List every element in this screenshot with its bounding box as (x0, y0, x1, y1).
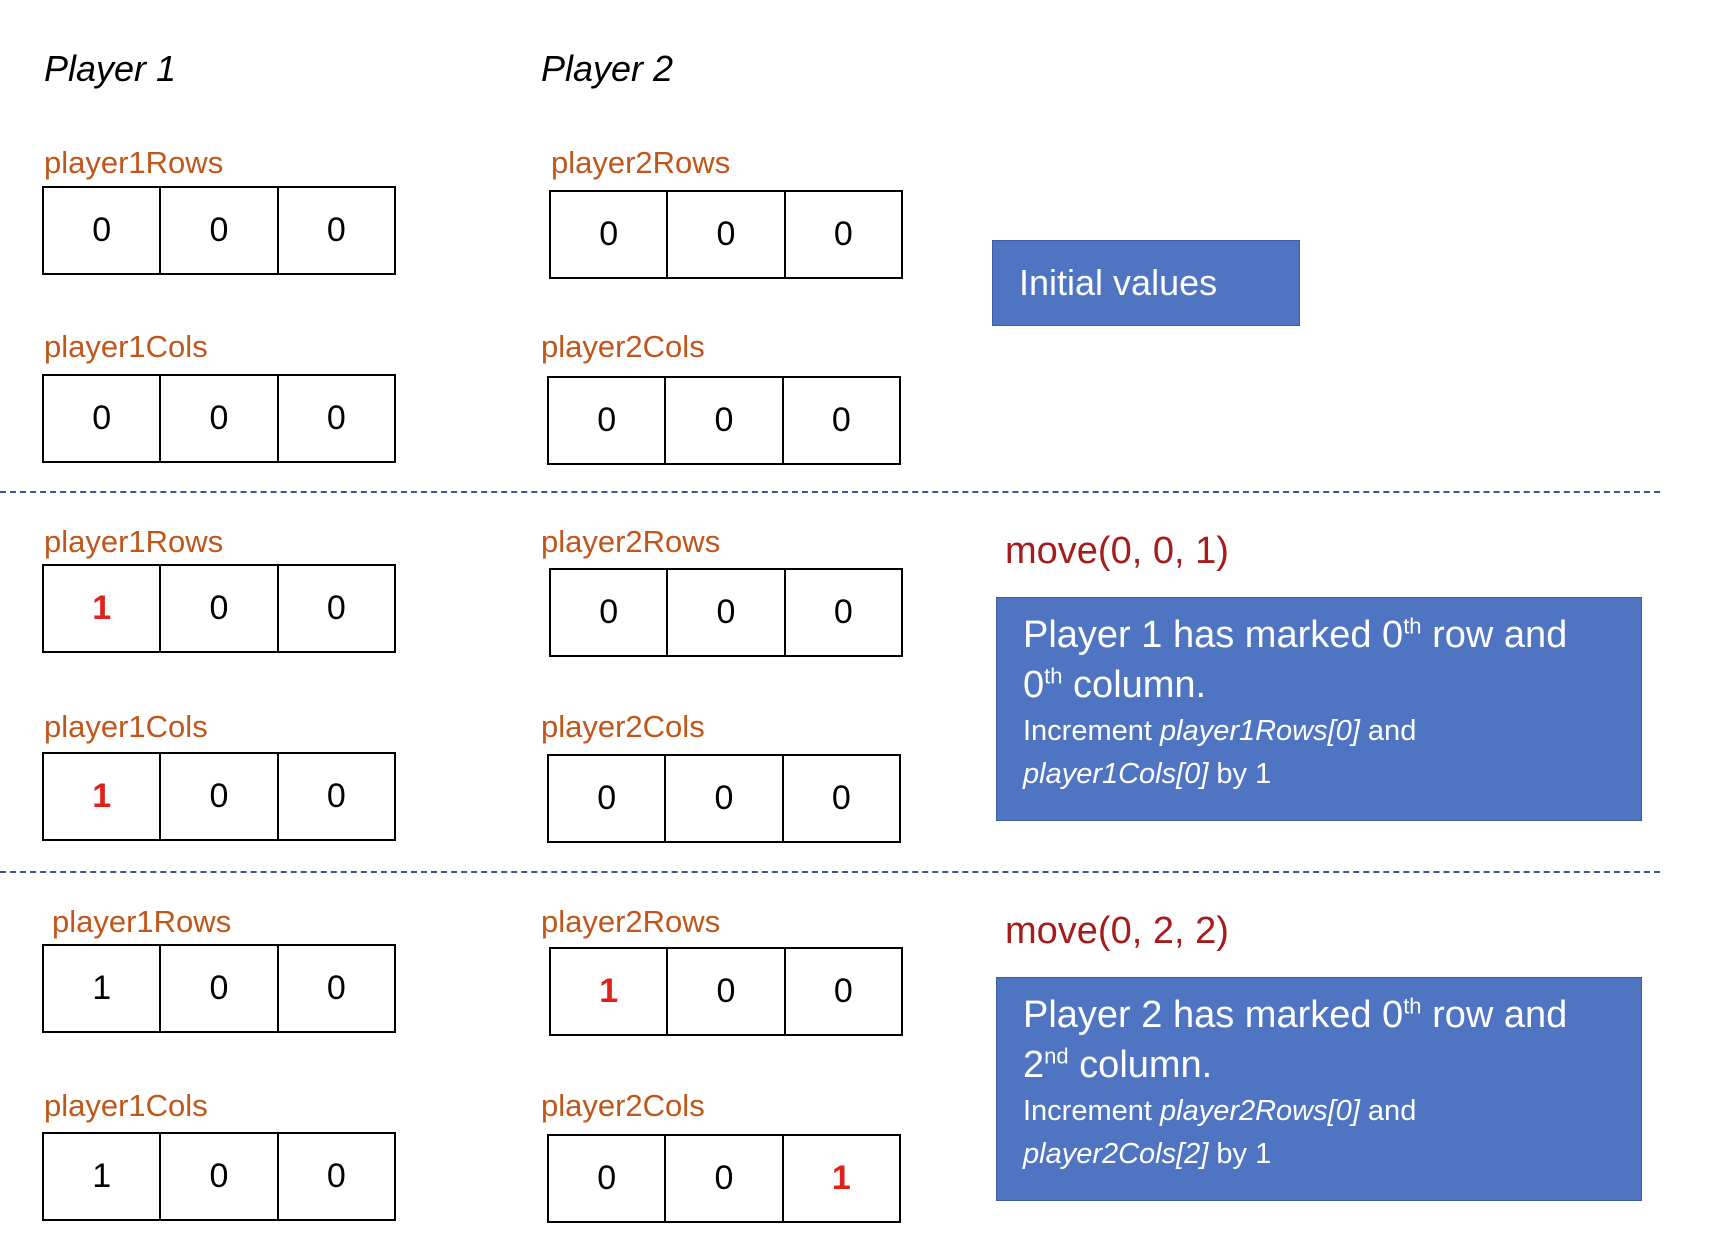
array-cell: 0 (161, 188, 279, 273)
section-divider (0, 491, 1660, 493)
array-cell: 0 (666, 378, 784, 463)
array-cell: 0 (831, 779, 851, 817)
player1-cols-label: player1Cols (44, 1088, 208, 1123)
array-cell: 0 (161, 946, 279, 1031)
array-cell: 0 (161, 754, 279, 839)
player1-rows-array: 1 0 0 (42, 564, 396, 653)
array-cell: 0 (666, 1136, 784, 1221)
explanation-line: 0th column. (1023, 663, 1207, 706)
array-cell: 1 (44, 1134, 162, 1219)
explanation-detail: Increment player1Rows[0] and (1023, 715, 1417, 747)
array-cell: 0 (44, 376, 162, 461)
player1-header: Player 1 (44, 48, 177, 89)
array-cell: 0 (668, 949, 786, 1034)
array-cell: 0 (833, 593, 853, 631)
player2-rows-array: 1 0 0 (549, 947, 903, 1036)
explanation-line: 2nd column. (1023, 1043, 1213, 1086)
player1-rows-array: 1 0 0 (42, 944, 396, 1033)
player1-cols-label: player1Cols (44, 329, 208, 364)
player2-cols-label: player2Cols (541, 329, 705, 364)
player2-cols-array: 0 0 0 (547, 376, 901, 465)
array-cell: 0 (833, 215, 853, 253)
array-cell: 0 (668, 570, 786, 655)
array-cell: 0 (549, 756, 667, 841)
player2-cols-label: player2Cols (541, 709, 705, 744)
player1-cols-array: 1 0 0 (42, 752, 396, 841)
array-cell: 0 (326, 211, 346, 249)
player2-rows-label: player2Rows (551, 145, 731, 180)
array-cell-highlighted: 1 (831, 1159, 851, 1197)
array-cell-highlighted: 1 (551, 949, 669, 1034)
array-cell: 0 (326, 399, 346, 437)
explanation-detail: Increment player2Rows[0] and (1023, 1095, 1417, 1127)
array-cell: 0 (831, 401, 851, 439)
array-cell: 0 (326, 1157, 346, 1195)
explanation-line: Player 1 has marked 0th row and (1023, 613, 1568, 656)
explanation-line: Player 2 has marked 0th row and (1023, 993, 1568, 1036)
array-cell-highlighted: 1 (44, 754, 162, 839)
player2-rows-label: player2Rows (541, 524, 721, 559)
player2-cols-array: 0 0 0 (547, 754, 901, 843)
array-cell: 0 (326, 777, 346, 815)
section-divider (0, 871, 1660, 873)
array-cell: 0 (551, 192, 669, 277)
player2-rows-array: 0 0 0 (549, 568, 903, 657)
move-call: move(0, 2, 2) (1005, 910, 1229, 952)
array-cell: 0 (161, 376, 279, 461)
player1-rows-label: player1Rows (44, 524, 224, 559)
move-call: move(0, 0, 1) (1005, 530, 1229, 572)
array-cell: 0 (549, 1136, 667, 1221)
player1-rows-label: player1Rows (52, 904, 232, 939)
player2-cols-label: player2Cols (541, 1088, 705, 1123)
explanation-detail: player2Cols[2] by 1 (1023, 1138, 1272, 1170)
array-cell: 1 (44, 946, 162, 1031)
array-cell: 0 (549, 378, 667, 463)
initial-values-box: Initial values (992, 240, 1300, 326)
array-cell: 0 (551, 570, 669, 655)
player1-cols-array: 0 0 0 (42, 374, 396, 463)
array-cell: 0 (326, 969, 346, 1007)
player2-header: Player 2 (541, 48, 674, 89)
array-cell: 0 (833, 972, 853, 1010)
player1-rows-label: player1Rows (44, 145, 224, 180)
array-cell: 0 (668, 192, 786, 277)
array-cell: 0 (666, 756, 784, 841)
move-explanation-box: Player 2 has marked 0th row and 2nd colu… (996, 977, 1642, 1201)
array-cell-highlighted: 1 (44, 566, 162, 651)
move-explanation-box: Player 1 has marked 0th row and 0th colu… (996, 597, 1642, 821)
player1-rows-array: 0 0 0 (42, 186, 396, 275)
array-cell: 0 (44, 188, 162, 273)
player2-rows-label: player2Rows (541, 904, 721, 939)
array-cell: 0 (161, 566, 279, 651)
explanation-detail: player1Cols[0] by 1 (1023, 758, 1272, 790)
player2-rows-array: 0 0 0 (549, 190, 903, 279)
player1-cols-label: player1Cols (44, 709, 208, 744)
player2-cols-array: 0 0 1 (547, 1134, 901, 1223)
player1-cols-array: 1 0 0 (42, 1132, 396, 1221)
array-cell: 0 (326, 589, 346, 627)
array-cell: 0 (161, 1134, 279, 1219)
